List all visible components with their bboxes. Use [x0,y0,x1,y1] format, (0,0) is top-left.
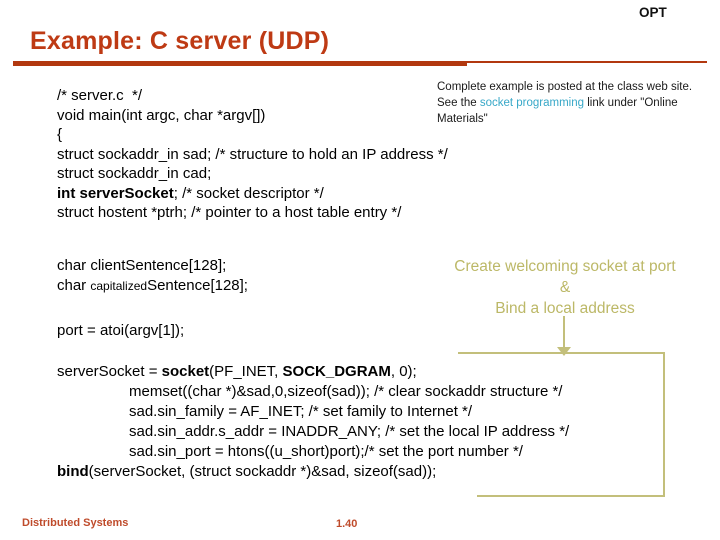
code-line: sad.sin_addr.s_addr = INADDR_ANY; /* set… [129,423,570,440]
down-arrow-shaft [563,316,565,348]
code-small-segment: capitalized [90,278,148,293]
code-line: sad.sin_port = htons((u_short)port);/* s… [129,443,523,460]
code-segment: Sentence[128]; [147,276,248,294]
corner-label: OPT [639,5,667,20]
annotation-line: Bind a local address [495,300,635,317]
code-line: /* server.c */ [57,87,143,104]
annotation-create-socket: Create welcoming socket at port & Bind a… [425,256,705,319]
highlight-box-bottom-border [477,495,665,497]
footer-page-number: 1.40 [336,518,358,530]
code-segment: char [57,276,91,294]
footer-course-name: Distributed Systems [22,517,129,529]
code-line: void main(int argc, char *argv[]) [57,106,266,124]
code-line: bind(serverSocket, (struct sockaddr *)&s… [57,462,569,482]
info-note: Complete example is posted at the class … [437,79,709,127]
code-bold-segment: socket [161,363,210,380]
code-segment: , 0); [390,363,417,380]
code-segment: serverSocket = [57,363,162,380]
code-bold-segment: SOCK_DGRAM [282,363,391,380]
code-line: char clientSentence[128]; [57,257,227,274]
code-line: sad.sin_family = AF_INET; /* set family … [129,403,473,420]
code-bold-segment: bind [57,463,89,480]
highlight-box-top-border [458,352,665,354]
code-line: memset((char *)&sad,0,sizeof(sad)); /* c… [129,383,563,400]
code-bold-segment: int serverSocket [57,184,174,202]
code-block-declarations: /* server.c */ void main(int argc, char … [57,86,448,223]
code-block-buffers: char clientSentence[128]; char capitaliz… [57,256,248,341]
code-line: struct hostent *ptrh; /* pointer to a ho… [57,204,402,221]
socket-programming-link[interactable]: socket programming [479,97,585,109]
down-arrow-head [557,347,571,356]
page-title: Example: C server (UDP) [30,27,330,55]
info-note-text-before: Complete example is posted at the class … [437,81,693,109]
highlight-box-right-border [663,352,665,497]
info-note-text-after: link under "Online Materials" [437,97,678,125]
annotation-line: & [559,279,571,296]
code-line: struct sockaddr_in cad; [57,165,212,182]
code-segment: ; /* socket descriptor */ [173,184,324,202]
code-line: serverSocket = socket(PF_INET, SOCK_DGRA… [57,362,569,382]
code-line: struct sockaddr_in sad; /* structure to … [57,145,448,163]
code-segment: (PF_INET, [209,363,283,380]
title-underline [13,61,467,66]
code-segment: (serverSocket, (struct sockaddr *)&sad, … [88,463,437,480]
title-underline-thin [467,61,707,63]
code-block-socket-setup: serverSocket = socket(PF_INET, SOCK_DGRA… [57,362,569,482]
code-line: int serverSocket; /* socket descriptor *… [57,184,448,204]
code-line: { [57,126,63,143]
code-line: port = atoi(argv[1]); [57,322,185,339]
annotation-line: Create welcoming socket at port [454,258,676,275]
code-line: char capitalizedSentence[128]; [57,276,248,297]
